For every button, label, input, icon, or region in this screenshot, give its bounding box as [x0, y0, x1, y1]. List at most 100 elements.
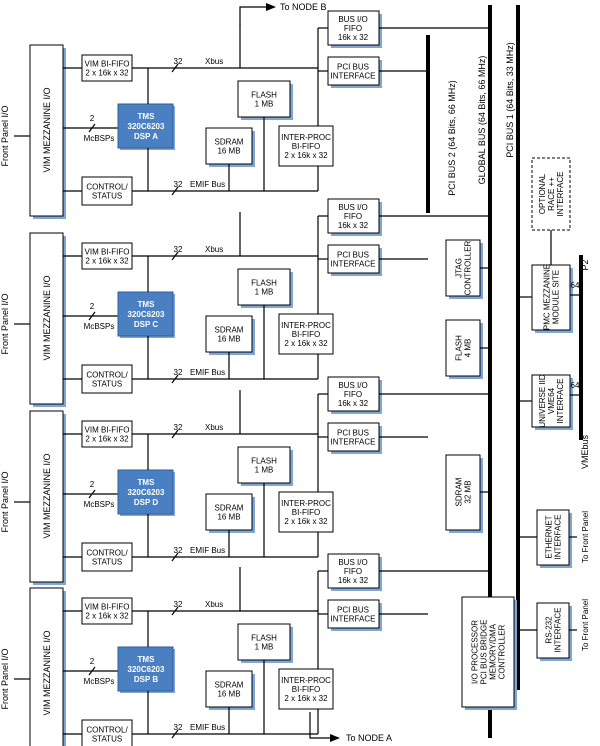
jtag-controller-box — [445, 239, 481, 297]
front-panel-io-label: Front Panel I/O — [0, 471, 10, 532]
pmc-mezzanine-label: PMC MEZZANINEMODULE SITE — [543, 264, 561, 330]
bus-width-slash — [171, 429, 179, 439]
inter-proc-bi-fifo-label-line: 2 x 16k x 32 — [284, 339, 328, 348]
inter-proc-bi-fifo-box — [278, 125, 334, 167]
bus-width-slash — [171, 374, 179, 384]
pci-bus-interface-label-line: INTERFACE — [331, 438, 376, 447]
sdram-16mb-label-line: SDRAM — [215, 504, 244, 513]
ethernet-interface-box — [536, 509, 570, 566]
xbus-width-label: 32 — [174, 245, 183, 254]
sdram-16mb-label-line: SDRAM — [215, 138, 244, 147]
flash-1mb-box — [237, 446, 291, 484]
bus-width-slash — [171, 186, 179, 196]
io-processor-label-line: CONTROLLER — [498, 624, 507, 679]
io-processor-box — [461, 596, 515, 708]
mcbsp-width-label: 2 — [90, 480, 95, 489]
inter-proc-bi-fifo-label-line: INTER-PROC — [281, 676, 331, 685]
bus-io-fifo-label-line: BUS I/O — [338, 15, 367, 24]
control-status-label: CONTROL/STATUS — [86, 726, 128, 744]
ethernet-interface-label: ETHERNETINTERFACE — [545, 515, 563, 560]
control-status-label-text: CONTROL/STATUS — [86, 549, 128, 567]
vim-bi-fifo-label-line: VIM BI-FIFO — [85, 60, 130, 69]
mcbsp-width-label: 2 — [90, 657, 95, 666]
mcbsp-label: McBSPs — [84, 677, 115, 686]
global-bus-label: GLOBAL BUS (64 Bits, 66 MHz) — [477, 56, 487, 185]
optional-race-interface-label-line: RACE ++ — [547, 177, 556, 211]
bus-io-fifo-box — [327, 553, 380, 589]
universe-interface-box — [531, 374, 571, 428]
vim-mezzanine-box — [29, 232, 64, 405]
inter-proc-bi-fifo-label-line: BI-FIFO — [292, 508, 320, 517]
flash-1mb-label-line: 1 MB — [255, 100, 274, 109]
pmc-mezzanine-label-line: PMC MEZZANINE — [543, 264, 552, 330]
inter-proc-bi-fifo-box — [278, 668, 334, 710]
vim-bi-fifo-label-line: VIM BI-FIFO — [85, 248, 130, 257]
ethernet-front-panel-label: To Front Panel — [581, 511, 590, 563]
bus-io-fifo-box — [327, 376, 380, 412]
xbus-label: Xbus — [205, 245, 223, 254]
flash-1mb-box — [237, 268, 291, 306]
inter-proc-bi-fifo-label-line: INTER-PROC — [281, 133, 331, 142]
vim-bi-fifo-box — [81, 420, 133, 448]
bus-io-fifo-label-line: FIFO — [344, 567, 362, 576]
xbus-label: Xbus — [205, 600, 223, 609]
bus-width-slash — [171, 729, 179, 739]
flash-1mb-label-line: FLASH — [251, 279, 277, 288]
p2-label: P2 — [580, 259, 590, 270]
vim-mezzanine-label: VIM MEZZANINE I/O — [42, 87, 52, 172]
vmebus-label: VMEbus — [580, 434, 590, 469]
bus-io-fifo-label-line: 16k x 32 — [338, 221, 369, 230]
mcbsp-label: McBSPs — [84, 322, 115, 331]
xbus-label: Xbus — [205, 423, 223, 432]
control-status-label-line: CONTROL/ — [86, 371, 128, 380]
flash-4mb-label-text: FLASH4 MB — [455, 335, 473, 361]
rs232-interface-label: RS-232INTERFACE — [545, 608, 563, 653]
bus-width-slash — [88, 666, 96, 676]
pci-bus-interface-box — [327, 422, 380, 452]
flash-4mb-label-line: FLASH — [455, 335, 464, 361]
node-b-label: To NODE B — [280, 2, 327, 12]
sdram-16mb-box — [205, 127, 253, 165]
universe-interface-label-text: UNIVERSE IIDVME64INTERFACE — [538, 374, 565, 428]
bus-io-fifo-label-line: BUS I/O — [338, 381, 367, 390]
bus-io-fifo-label-line: 16k x 32 — [338, 399, 369, 408]
io-processor-label-line: PCI BUS BRIDGE — [480, 620, 489, 685]
control-status-box — [81, 364, 133, 394]
control-status-label: CONTROL/STATUS — [86, 549, 128, 567]
inter-proc-bi-fifo-label-line: BI-FIFO — [292, 330, 320, 339]
inter-proc-bi-fifo-box — [278, 491, 334, 533]
vim-bi-fifo-label-line: VIM BI-FIFO — [85, 426, 130, 435]
inter-proc-bi-fifo-box — [278, 313, 334, 355]
io-processor-label-line: MEMORY/DMA — [489, 623, 498, 680]
optional-race-interface-label-text: OPTIONALRACE ++INTERFACE — [538, 172, 565, 217]
dsp-chip — [117, 291, 174, 337]
sdram-16mb-label-line: SDRAM — [215, 326, 244, 335]
dsp-chip — [117, 469, 174, 515]
ethernet-interface-label-line: INTERFACE — [554, 515, 563, 560]
emif-width-label: 32 — [174, 546, 183, 555]
bus-io-fifo-label-line: FIFO — [344, 212, 362, 221]
pci-bus-interface-box — [327, 244, 380, 274]
inter-proc-bi-fifo-label-line: BI-FIFO — [292, 685, 320, 694]
sdram-32mb-box — [445, 454, 481, 531]
pci-bus-interface-box — [327, 56, 380, 86]
sdram-16mb-label-line: 16 MB — [217, 335, 240, 344]
bus-width-slash — [88, 123, 96, 133]
